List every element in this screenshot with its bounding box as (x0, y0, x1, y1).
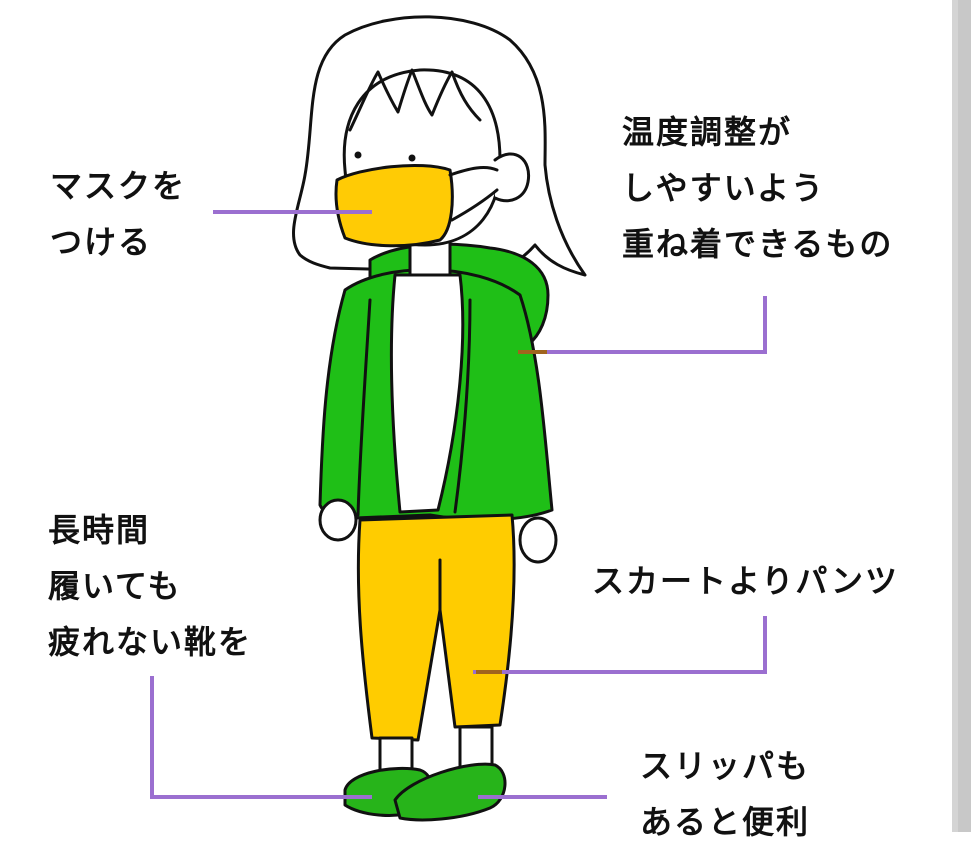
label-layers: 温度調整が しやすいよう 重ね着できるもの (622, 104, 893, 272)
label-layers-line-2: しやすいよう (622, 169, 826, 207)
left-eye (354, 151, 362, 159)
label-mask-line-2: つける (50, 223, 153, 261)
label-shoes-line-3: 疲れない靴を (48, 623, 253, 661)
label-layers-line-3: 重ね着できるもの (622, 225, 894, 263)
label-slippers: スリッパも あると便利 (640, 738, 810, 850)
jacket-fold (356, 298, 372, 517)
mask (334, 164, 454, 248)
right-eye (408, 154, 416, 162)
ear (493, 152, 531, 203)
leader-pants (473, 616, 767, 674)
leader-shoes (150, 676, 372, 799)
illustration-canvas (150, 15, 767, 822)
label-shoes: 長時間 履いても 疲れない靴を (48, 502, 252, 670)
label-layers-line-1: 温度調整が (622, 113, 793, 151)
label-pants-line-1: スカートよりパンツ (592, 562, 899, 600)
mask-strap (448, 166, 499, 177)
label-shoes-line-2: 履いても (48, 567, 182, 605)
label-mask: マスクを つける (50, 158, 186, 270)
mask-strap-2 (450, 188, 499, 222)
label-shoes-line-1: 長時間 (48, 511, 151, 549)
person-illustration (150, 15, 767, 822)
left-hand (318, 498, 358, 542)
leader-layers (518, 296, 767, 354)
bangs (348, 68, 482, 132)
label-mask-line-1: マスクを (50, 167, 187, 205)
label-pants: スカートよりパンツ (592, 553, 899, 609)
label-slippers-line-2: あると便利 (640, 803, 811, 841)
scrollbar-track[interactable] (958, 0, 971, 832)
jacket-fold-2 (453, 298, 472, 514)
right-shoe (393, 762, 507, 822)
shirt (389, 273, 465, 514)
right-hand (518, 516, 558, 564)
label-slippers-line-1: スリッパも (640, 747, 811, 785)
pants (356, 513, 516, 742)
